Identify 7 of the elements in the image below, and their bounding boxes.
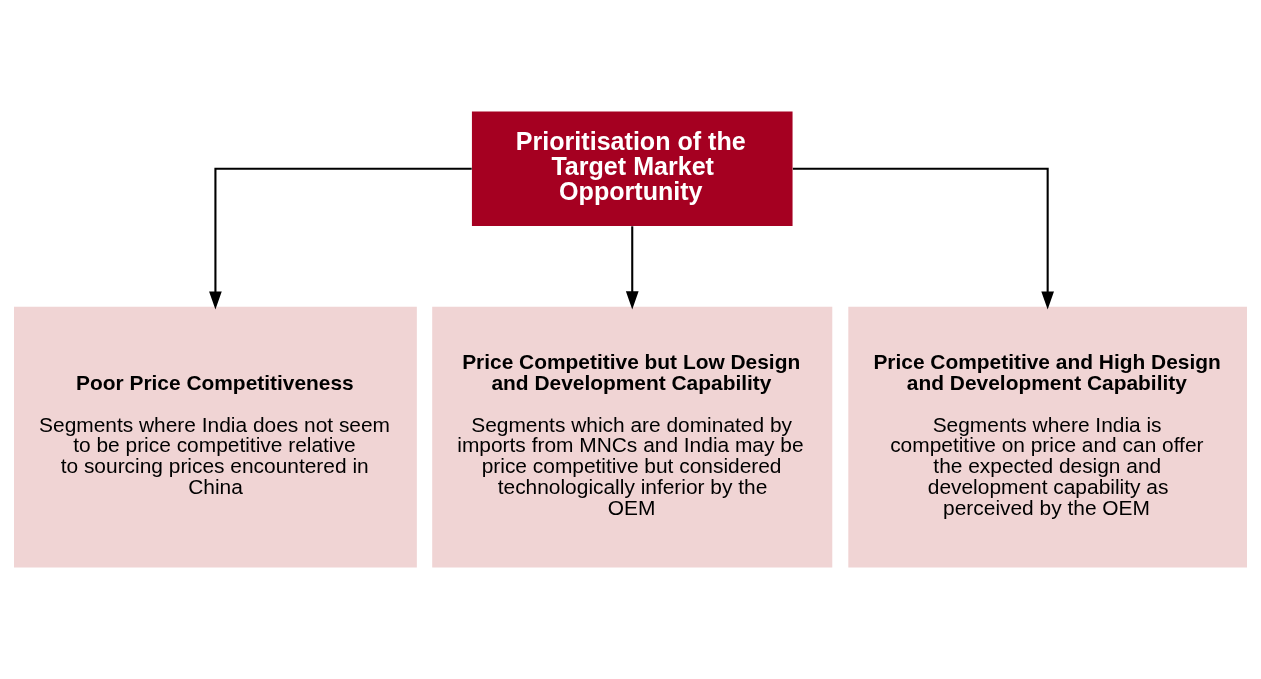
node-box: Price Competitive but Low Design and Development Capability Segments which are dominated by imports from MNCs and India may be price competitive but considered technologically inferior by the OEM: [432, 306, 833, 568]
node-box: Poor Price Competitiveness Segments where India does not seem to be price competitive relative to sourcing prices encountered in China: [14, 306, 417, 568]
node-box: Price Competitive and High Design and Development Capability Segments where India is competitive on price and can offer the expected design and development capability as perceived by the OEM: [848, 306, 1247, 568]
arrow: [792, 167, 1054, 310]
node-box: Prioritisation of the Target Market Opportunity: [471, 111, 793, 226]
arrow: [625, 226, 639, 310]
arrow: [209, 167, 472, 310]
